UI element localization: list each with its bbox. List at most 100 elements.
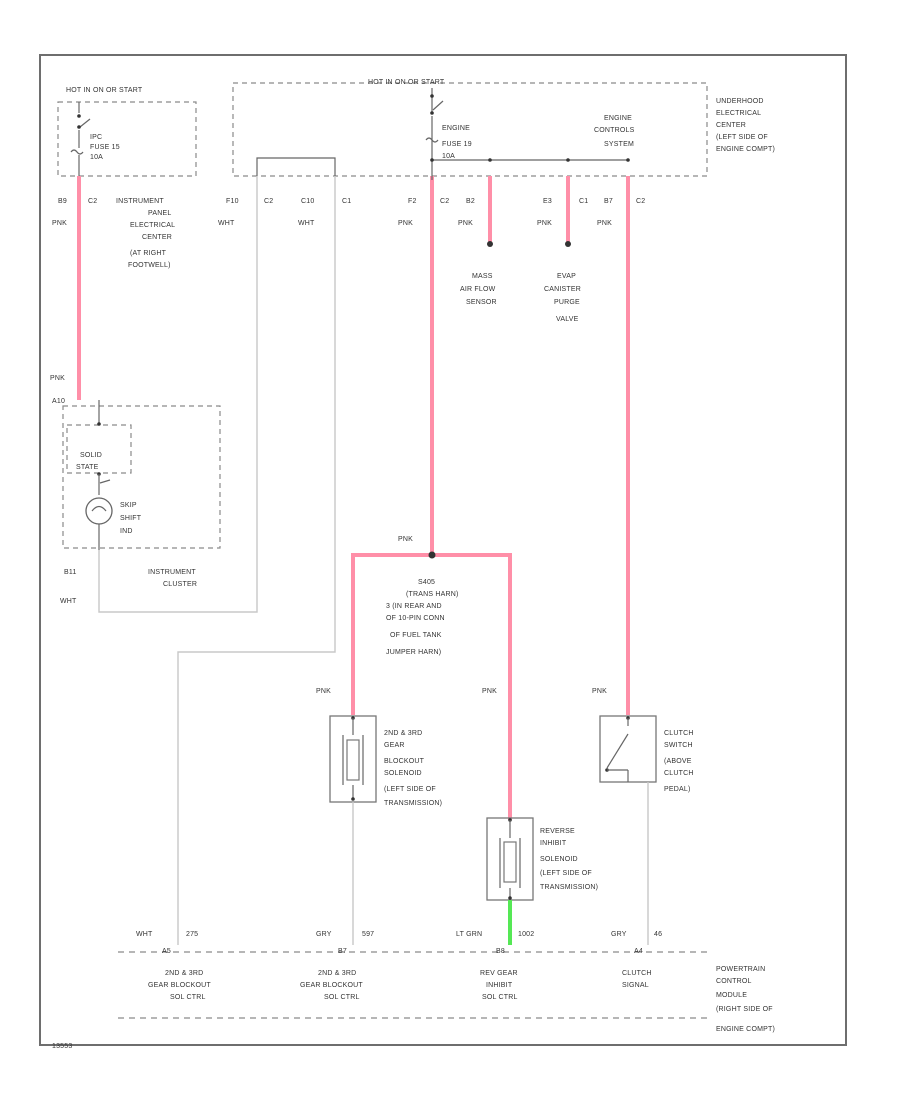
clutch-label-4: CLUTCH xyxy=(664,770,694,777)
underhood-label-3: CENTER xyxy=(716,122,746,129)
wire-color-pnk-clutch: PNK xyxy=(592,688,607,695)
evap-label-3: PURGE xyxy=(554,299,580,306)
terminal-b7: B7 xyxy=(604,198,613,205)
terminal-c2-right: C2 xyxy=(636,198,645,205)
reverse-label-1: REVERSE xyxy=(540,828,575,835)
blockout-label-3: BLOCKOUT xyxy=(384,758,425,765)
clutch-label-1: CLUTCH xyxy=(664,730,694,737)
pcm-wire-color-gry-1: GRY xyxy=(316,931,332,938)
terminal-c2-f2: C2 xyxy=(440,198,449,205)
underhood-label-2: ELECTRICAL xyxy=(716,110,761,117)
pcm-pin-a: A5 xyxy=(162,948,171,955)
terminal-c2-left: C2 xyxy=(88,198,97,205)
clutch-label-5: PEDAL) xyxy=(664,786,691,793)
engine-fuse-rating: 10A xyxy=(442,153,455,160)
blockout-label-2: GEAR xyxy=(384,742,405,749)
clutch-label-2: SWITCH xyxy=(664,742,693,749)
reverse-label-3: SOLENOID xyxy=(540,856,578,863)
solid-state-label-1: SOLID xyxy=(80,452,102,459)
pcm-name-5: ENGINE COMPT) xyxy=(716,1026,775,1033)
clutch-label-3: (ABOVE xyxy=(664,758,692,765)
terminal-c2-mid: C2 xyxy=(264,198,273,205)
cluster-wire-color: WHT xyxy=(60,598,77,605)
wire-color-pnk-e3: PNK xyxy=(537,220,552,227)
wire-color-pnk-b2: PNK xyxy=(458,220,473,227)
terminal-c1-e3: C1 xyxy=(579,198,588,205)
splice-label-4: OF 10-PIN CONN xyxy=(386,615,445,622)
pcm-pin-b: B7 xyxy=(338,948,347,955)
splice-label-3: 3 (IN REAR AND xyxy=(386,603,442,610)
pcm-func-c-3: SOL CTRL xyxy=(482,994,518,1001)
maf-label-3: SENSOR xyxy=(466,299,497,306)
pcm-wire-color-gry-2: GRY xyxy=(611,931,627,938)
instrument-cluster: SOLID STATE SKIP SHIFT IND xyxy=(62,400,221,550)
pcm-name-1: POWERTRAIN xyxy=(716,966,765,973)
cluster-label-2: CLUSTER xyxy=(163,581,197,588)
pcm-circuit-46: 46 xyxy=(654,931,662,938)
engine-fuse-number: FUSE 19 xyxy=(442,141,472,148)
engine-controls-label-2: CONTROLS xyxy=(594,127,635,134)
pcm-wire-color-ltgrn: LT GRN xyxy=(456,931,482,938)
reverse-label-2: INHIBIT xyxy=(540,840,567,847)
ipec-label-5: (AT RIGHT xyxy=(130,250,167,257)
wire-color-pnk-cluster: PNK xyxy=(50,375,65,382)
wire-color-pnk-reverse: PNK xyxy=(482,688,497,695)
pcm-pin-c: B8 xyxy=(496,948,505,955)
terminal-b2: B2 xyxy=(466,198,475,205)
wire-color-pnk-b9: PNK xyxy=(52,220,67,227)
pcm-func-a-3: SOL CTRL xyxy=(170,994,206,1001)
pcm-func-b-2: GEAR BLOCKOUT xyxy=(300,982,363,989)
wire-color-pnk-splice: PNK xyxy=(398,536,413,543)
pcm-pin-d: A4 xyxy=(634,948,643,955)
pcm-circuit-275: 275 xyxy=(186,931,198,938)
terminal-f10: F10 xyxy=(226,198,239,205)
wire-color-wht-c10: WHT xyxy=(298,220,315,227)
evap-label-4: VALVE xyxy=(556,316,579,323)
ipec-label-6: FOOTWELL) xyxy=(128,262,171,269)
reverse-inhibit-solenoid xyxy=(486,817,534,901)
engine-controls-label-3: SYSTEM xyxy=(604,141,634,148)
cluster-label-1: INSTRUMENT xyxy=(148,569,196,576)
terminal-c10: C10 xyxy=(301,198,314,205)
wire-wht-cluster-return xyxy=(98,176,258,613)
blockout-label-6: TRANSMISSION) xyxy=(384,800,442,807)
ipec-label-3: ELECTRICAL xyxy=(130,222,175,229)
clutch-switch xyxy=(599,715,657,783)
pcm-name-3: MODULE xyxy=(716,992,747,999)
underhood-label-1: UNDERHOOD xyxy=(716,98,764,105)
evap-label-1: EVAP xyxy=(557,273,576,280)
pcm-func-b-3: SOL CTRL xyxy=(324,994,360,1001)
solid-state-label-2: STATE xyxy=(76,464,99,471)
ipc-fuse-name: IPC xyxy=(90,134,102,141)
pcm-name-4: (RIGHT SIDE OF xyxy=(716,1006,773,1013)
evap-label-2: CANISTER xyxy=(544,286,581,293)
pcm-circuit-1002: 1002 xyxy=(518,931,534,938)
ipc-hot-label: HOT IN ON OR START xyxy=(66,87,143,94)
ipc-fuse-number: FUSE 15 xyxy=(90,144,120,151)
terminal-f2: F2 xyxy=(408,198,417,205)
pcm-wire-color-wht: WHT xyxy=(136,931,153,938)
pcm-func-d-2: SIGNAL xyxy=(622,982,649,989)
diagram-border xyxy=(39,54,847,1046)
ipc-fuse-rating: 10A xyxy=(90,154,103,161)
maf-label-2: AIR FLOW xyxy=(460,286,496,293)
skip-shift-label-3: IND xyxy=(120,528,133,535)
blockout-label-4: SOLENOID xyxy=(384,770,422,777)
blockout-label-1: 2ND & 3RD xyxy=(384,730,422,737)
powertrain-control-module: A5 B7 B8 A4 xyxy=(118,948,708,1019)
blockout-label-5: (LEFT SIDE OF xyxy=(384,786,436,793)
splice-label-5: OF FUEL TANK xyxy=(390,632,442,639)
wire-wht-c1-to-pcm xyxy=(177,176,336,945)
wire-color-wht-f10: WHT xyxy=(218,220,235,227)
pcm-func-a-2: GEAR BLOCKOUT xyxy=(148,982,211,989)
pcm-func-c-2: INHIBIT xyxy=(486,982,513,989)
underhood-electrical-center: HOT IN ON OR START ENGINE FUSE 19 10A EN… xyxy=(232,79,708,177)
skip-shift-label-2: SHIFT xyxy=(120,515,142,522)
blockout-solenoid xyxy=(329,715,377,803)
pcm-func-a-1: 2ND & 3RD xyxy=(165,970,203,977)
pcm-func-d-1: CLUTCH xyxy=(622,970,652,977)
ipec-label-4: CENTER xyxy=(142,234,172,241)
ipc-fuse-block: HOT IN ON OR START IPC FUSE 15 10A xyxy=(57,87,197,177)
terminal-c1: C1 xyxy=(342,198,351,205)
